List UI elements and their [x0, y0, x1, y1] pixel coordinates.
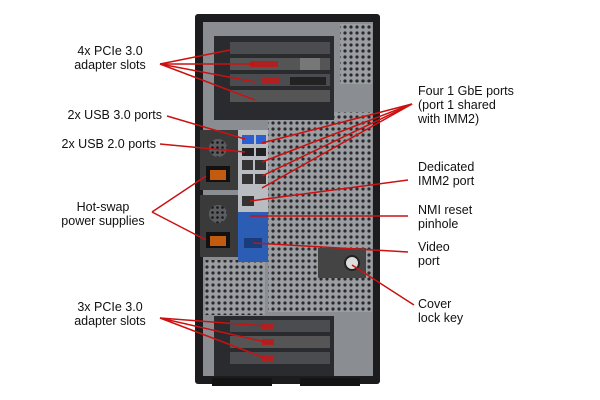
label-pcie-top-line-1: 4x PCIe 3.0	[77, 44, 143, 58]
label-gbe-line-2: (port 1 shared	[418, 98, 496, 112]
leader-imm2	[249, 179, 409, 202]
leader-cover-lock	[351, 264, 415, 306]
label-psu-line-2: power supplies	[61, 214, 145, 228]
leader-pcie-top-1	[159, 49, 231, 65]
leader-gbe-3	[261, 103, 413, 177]
label-nmi-line-1: NMI reset	[418, 203, 473, 217]
leader-pcie-bottom-1	[159, 317, 266, 327]
leader-pcie-top-4	[159, 63, 256, 101]
label-pcie-top-line-2: adapter slots	[74, 58, 146, 72]
leader-psu-1	[151, 175, 207, 213]
foot-left	[212, 378, 272, 386]
label-cover-lock-line-2: lock key	[418, 311, 464, 325]
cover-lock	[318, 248, 366, 278]
label-imm2: Dedicated IMM2 port	[418, 160, 528, 188]
label-pcie-bottom-line-1: 3x PCIe 3.0	[77, 300, 143, 314]
leader-lines	[151, 49, 415, 359]
label-nmi-line-2: pinhole	[418, 217, 459, 231]
vent-area-middle	[268, 112, 372, 312]
pcie-slots-bottom	[214, 316, 334, 376]
label-usb3: 2x USB 3.0 ports	[50, 108, 163, 122]
leader-usb2	[159, 143, 246, 153]
leader-psu-2	[151, 211, 207, 241]
io-panel	[238, 130, 268, 262]
label-video-line-1: Video	[418, 240, 450, 254]
leader-gbe-1	[261, 103, 413, 144]
label-usb2: 2x USB 2.0 ports	[50, 137, 157, 151]
leader-gbe-4	[261, 103, 413, 189]
leader-pcie-bottom-3	[159, 317, 266, 359]
foot-right	[300, 378, 360, 386]
label-pcie-top: 4x PCIe 3.0 adapter slots	[60, 44, 160, 72]
vent-area-upper	[340, 24, 372, 84]
label-nmi: NMI reset pinhole	[418, 203, 528, 231]
label-usb2-line-1: 2x USB 2.0 ports	[61, 137, 157, 151]
label-video-line-2: port	[418, 254, 440, 268]
leader-gbe-2	[261, 103, 413, 163]
label-pcie-bottom: 3x PCIe 3.0 adapter slots	[60, 300, 160, 328]
label-cover-lock: Cover lock key	[418, 297, 528, 325]
leader-video	[252, 242, 409, 253]
label-cover-lock-line-1: Cover	[418, 297, 452, 311]
label-psu-line-1: Hot-swap	[76, 200, 130, 214]
leader-pcie-bottom-2	[159, 317, 266, 343]
power-supplies	[200, 130, 240, 257]
pcie-slots-top	[214, 36, 334, 120]
leader-pcie-top-3	[159, 63, 256, 83]
leader-usb3	[166, 115, 246, 140]
label-gbe-line-1: Four 1 GbE ports	[418, 84, 514, 98]
vent-area-left	[205, 260, 265, 315]
label-usb3-line-1: 2x USB 3.0 ports	[67, 108, 163, 122]
label-gbe-line-3: with IMM2)	[418, 112, 480, 126]
label-imm2-line-2: IMM2 port	[418, 174, 475, 188]
label-video: Video port	[418, 240, 528, 268]
label-pcie-bottom-line-2: adapter slots	[74, 314, 146, 328]
label-gbe: Four 1 GbE ports (port 1 shared with IMM…	[418, 84, 548, 126]
label-psu: Hot-swap power supplies	[55, 200, 151, 228]
label-imm2-line-1: Dedicated	[418, 160, 475, 174]
